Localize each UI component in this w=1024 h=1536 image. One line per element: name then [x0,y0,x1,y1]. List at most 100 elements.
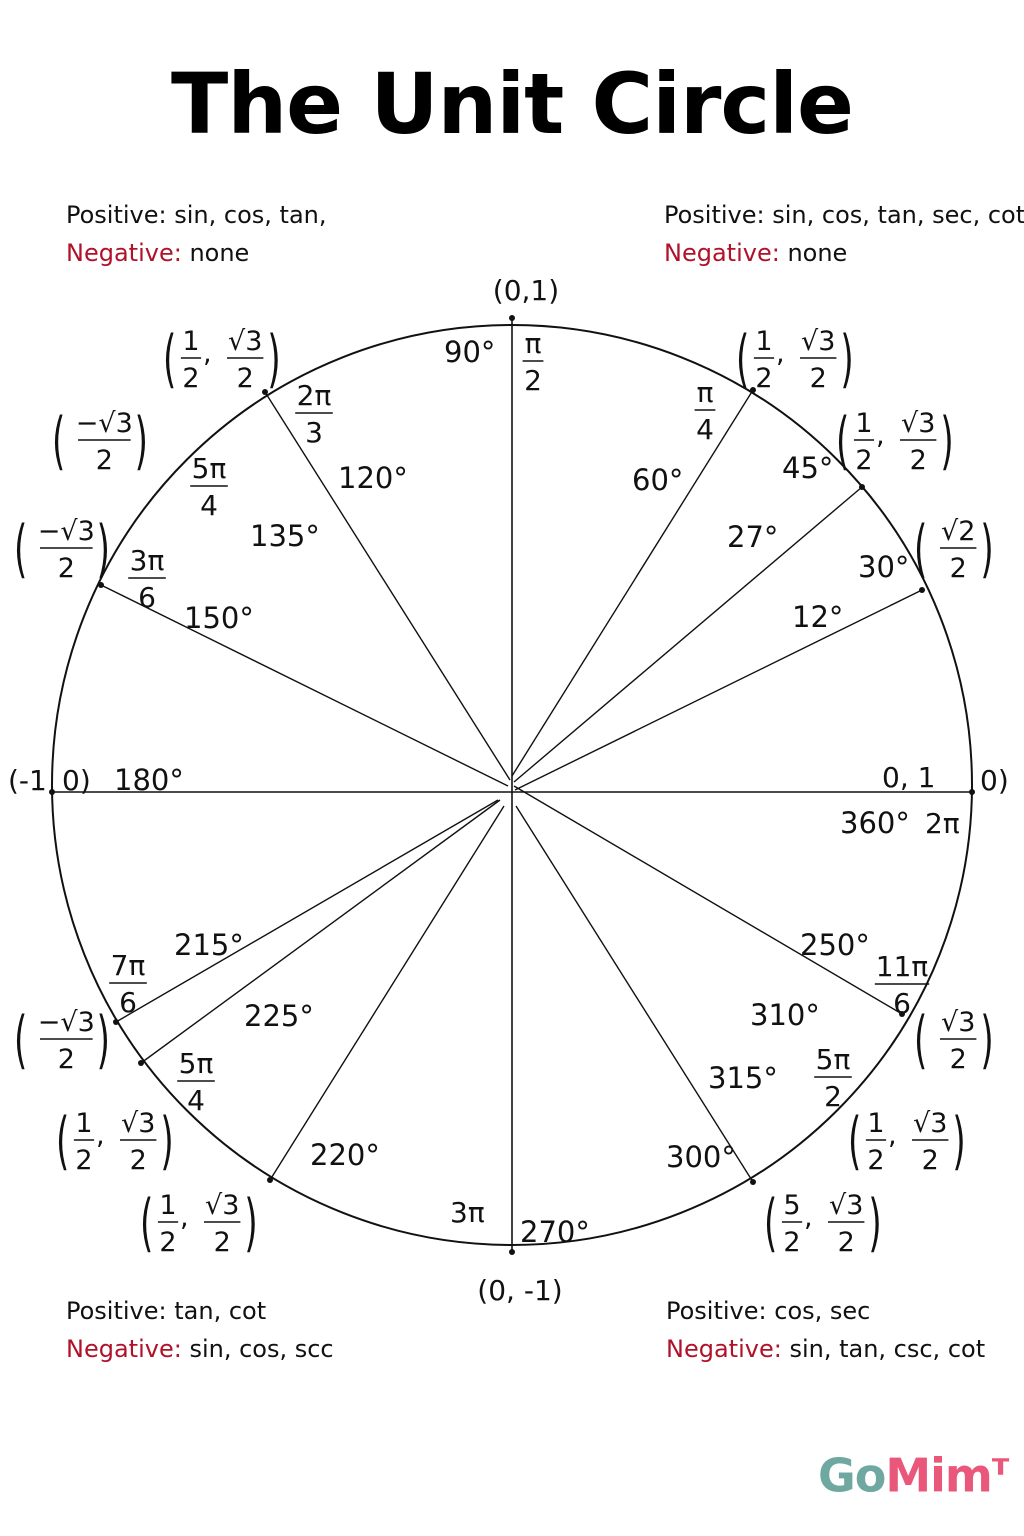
paren-left: ( [14,513,27,585]
comma: , [180,1202,189,1233]
fraction-numerator: √3 [941,1007,975,1038]
comma: , [776,338,785,369]
axis-point-right-a: 0, 1 [882,761,935,794]
fraction-numerator: 1 [867,1108,884,1139]
coordinate-pair: (,) [736,323,854,395]
fraction-numerator: √3 [801,326,835,357]
negative-functions: none [189,239,250,267]
fraction-numerator: √3 [228,326,262,357]
paren-right: ) [160,1105,173,1177]
circle-point [750,387,756,393]
fraction-denominator: 2 [96,445,113,476]
coordinate-x: 12 [853,408,875,476]
coordinate-pair: (,) [764,1187,882,1259]
fraction-numerator: 5π [816,1043,851,1076]
fraction-denominator: 2 [950,1044,967,1075]
angle-ray [515,805,754,1183]
fraction-numerator: 5π [192,452,227,485]
paren-right: ) [135,405,148,477]
positive-functions: tan, cot [174,1297,267,1325]
fraction-denominator: 2 [58,553,75,584]
circle-point [138,1060,144,1066]
degree-label: 250° [800,928,870,962]
radian-label: π4 [694,376,716,446]
paren-left: ( [914,513,927,585]
degree-label: 30° [858,550,909,584]
negative-label: Negative: [66,239,182,267]
paren-right: ) [97,1004,110,1076]
coordinate-x: 12 [73,1108,95,1176]
fraction-denominator: 2 [58,1044,75,1075]
paren-right: ) [267,323,280,395]
negative-functions: sin, tan, csc, cot [789,1335,986,1363]
gomimt-logo: GoMimᴛ [818,1448,1009,1503]
fraction-numerator: √3 [829,1190,863,1221]
fraction-denominator: 2 [810,363,827,394]
coordinate-pair: (,) [56,1105,174,1177]
coordinate-y: √32 [912,1108,949,1176]
paren-right: ) [980,1004,993,1076]
page-title: The Unit Circle [171,55,854,153]
paren-left: ( [56,1105,69,1177]
angle-ray [513,785,903,1015]
paren-right: ) [244,1187,257,1259]
quadrant-4-signs: Positive: cos, sec Negative: sin, tan, c… [666,1292,985,1368]
paren-left: ( [14,1004,27,1076]
comma: , [203,338,212,369]
paren-right: ) [940,405,953,477]
fraction-numerator: π [697,376,714,409]
fraction-numerator: 1 [755,326,772,357]
coordinate-y: −√32 [38,1007,95,1075]
fraction-numerator: √2 [941,516,975,547]
degree-label: 45° [782,451,833,485]
degree-label: 270° [520,1215,590,1249]
coordinate-pair: (,) [163,323,281,395]
degree-label: 12° [792,600,843,634]
circle-point [262,389,268,395]
positive-label: Positive: [664,201,765,229]
fraction-denominator: 3 [305,416,323,449]
degree-label: 300° [666,1140,736,1174]
coordinate-y: √22 [940,516,977,584]
positive-label: Positive: [66,201,167,229]
axis-point-right-b: 0) [980,764,1009,797]
circle-point [750,1179,756,1185]
comma: , [96,1120,105,1151]
fraction-numerator: π [525,327,542,360]
paren-left: ( [848,1105,861,1177]
fraction-denominator: 4 [187,1084,205,1117]
circle-point [267,1177,273,1183]
radian-inline-label: 2π [925,807,960,840]
paren-left: ( [764,1187,777,1259]
degree-label: 310° [750,998,820,1032]
degree-label: 60° [632,463,683,497]
paren-left: ( [52,405,65,477]
circle-point [98,582,104,588]
fraction-denominator: 2 [910,445,927,476]
negative-functions: none [787,239,848,267]
comma: , [804,1202,813,1233]
paren-right: ) [868,1187,881,1259]
coordinate-x: 52 [781,1190,803,1258]
axis-point-top: (0,1) [493,274,559,307]
circle-point [113,1019,119,1025]
axis-point-left-b: 0) [62,764,91,797]
paren-left: ( [163,323,176,395]
positive-functions: sin, cos, tan, sec, cot [772,201,1024,229]
fraction-numerator: −√3 [38,1007,95,1038]
coordinate-pair: (,) [140,1187,258,1259]
logo-mim: Mim [885,1448,992,1503]
fraction-numerator: 3π [130,544,165,577]
axis-point [509,315,515,321]
circle-point [859,484,865,490]
fraction-numerator: 1 [855,408,872,439]
fraction-numerator: √3 [205,1190,239,1221]
fraction-numerator: −√3 [76,408,133,439]
paren-left: ( [140,1187,153,1259]
degree-label: 27° [727,520,778,554]
circle-point [899,1011,905,1017]
fraction-numerator: 5π [179,1047,214,1080]
circle-geometry [49,315,975,1255]
